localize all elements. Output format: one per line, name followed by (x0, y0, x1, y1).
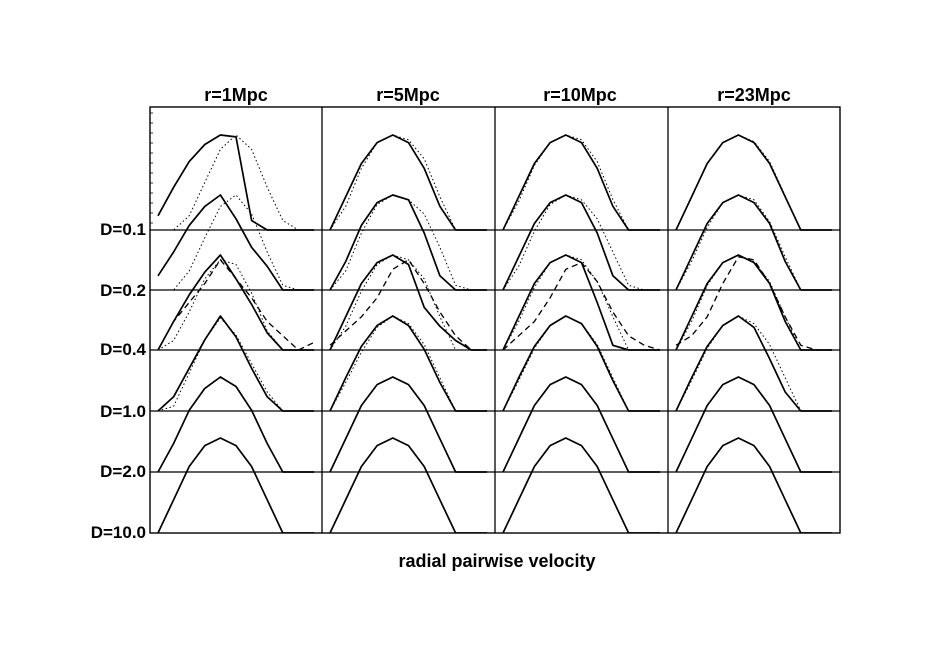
curve-solid-r23Mpc-D01 (675, 134, 832, 231)
row-label-d20: D=2.0 (100, 462, 146, 481)
curve-solid-r10Mpc-D04 (502, 254, 660, 351)
curve-dashed-r10Mpc-D04 (502, 261, 661, 351)
curve-dotted-r10Mpc-D02 (502, 194, 660, 291)
curve-dotted-r5Mpc-D10 (329, 315, 487, 412)
curve-solid-r10Mpc-D02 (502, 194, 660, 291)
row-labels: D=0.1 D=0.2 D=0.4 D=1.0 D=2.0 D=10.0 (91, 220, 147, 542)
curve-dotted-r5Mpc-D04 (329, 254, 487, 351)
column-titles: r=1Mpc r=5Mpc r=10Mpc r=23Mpc (204, 85, 791, 105)
column-title-r1: r=1Mpc (204, 85, 268, 105)
curve-solid-r23Mpc-D20 (675, 376, 832, 473)
curve-solid-r5Mpc-D100 (329, 437, 487, 533)
curve-dotted-r5Mpc-D01 (329, 134, 487, 231)
curve-dashed-r23Mpc-D04 (675, 256, 832, 351)
curve-dotted-r1Mpc-D02 (158, 194, 314, 291)
curve-solid-r23Mpc-D100 (675, 437, 832, 533)
curve-dotted-r23Mpc-D02 (675, 194, 832, 291)
curve-solid-r1Mpc-D100 (157, 437, 314, 533)
curve-solid-r5Mpc-D01 (329, 134, 487, 231)
curve-dotted-r1Mpc-D10 (157, 317, 314, 412)
curve-dotted-r1Mpc-D01 (158, 134, 314, 231)
curve-dotted-r23Mpc-D04 (675, 254, 832, 351)
panel-frame (149, 106, 841, 534)
curve-solid-r10Mpc-D100 (502, 437, 660, 533)
x-axis-label: radial pairwise velocity (398, 551, 595, 571)
column-title-r5: r=5Mpc (376, 85, 440, 105)
row-label-d100: D=10.0 (91, 523, 146, 542)
row-label-d02: D=0.2 (100, 281, 146, 300)
curve-solid-r1Mpc-D02 (157, 194, 314, 291)
curve-solid-r10Mpc-D10 (502, 315, 660, 412)
curve-solid-r1Mpc-D10 (157, 315, 314, 412)
row-label-d04: D=0.4 (100, 340, 146, 359)
curve-dotted-r10Mpc-D04 (502, 254, 660, 351)
curve-solid-r5Mpc-D02 (329, 194, 487, 291)
curve-solid-r10Mpc-D20 (502, 376, 660, 473)
curve-dotted-r23Mpc-D01 (675, 134, 832, 231)
curve-solid-r23Mpc-D02 (675, 194, 832, 291)
curve-solid-r5Mpc-D20 (329, 376, 487, 473)
curve-dashed-r5Mpc-D04 (329, 259, 487, 351)
curve-solid-r1Mpc-D20 (157, 376, 314, 473)
curve-solid-r5Mpc-D04 (329, 254, 487, 351)
curve-solid-r23Mpc-D10 (675, 315, 832, 412)
curve-solid-r1Mpc-D01 (157, 134, 314, 231)
row-label-d01: D=0.1 (100, 220, 146, 239)
column-title-r23: r=23Mpc (717, 85, 791, 105)
column-title-r10: r=10Mpc (543, 85, 617, 105)
curve-dotted-r1Mpc-D04 (157, 259, 314, 351)
curve-dotted-r10Mpc-D01 (502, 134, 660, 231)
row-label-d10: D=1.0 (100, 402, 146, 421)
curve-dotted-r23Mpc-D10 (675, 315, 832, 412)
curve-solid-r5Mpc-D10 (329, 315, 487, 412)
